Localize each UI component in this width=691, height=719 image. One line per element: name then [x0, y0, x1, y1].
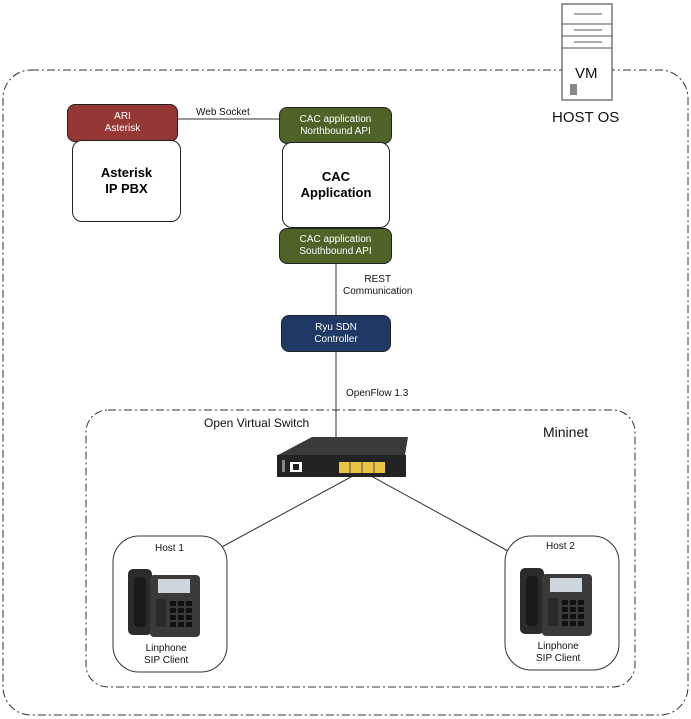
- asterisk-ip-pbx-box: Asterisk IP PBX: [72, 140, 181, 222]
- host2-label: Host 2: [546, 541, 575, 552]
- rest-label: REST: [364, 274, 392, 285]
- ari-label: ARI: [114, 111, 131, 122]
- cac-north-sublabel: Northbound API: [300, 125, 371, 137]
- ip-phone-icon: [520, 568, 592, 636]
- mininet-boundary: [85, 409, 636, 688]
- host2-link: [361, 470, 509, 552]
- host2-linphone-label: Linphone: [537, 641, 579, 652]
- host1-link: [217, 470, 363, 550]
- cac-app-label: CAC: [321, 169, 351, 184]
- host1-linphone-label: Linphone: [145, 643, 187, 654]
- cac-app-sublabel: Application: [300, 185, 372, 200]
- ari-sublabel: Asterisk: [104, 123, 141, 134]
- host-os-label: HOST OS: [552, 109, 620, 126]
- mininet-label: Mininet: [543, 424, 589, 440]
- host1-client-label: Linphone SIP Client: [144, 643, 188, 667]
- vm-boundary: [2, 69, 689, 716]
- websocket-label: Web Socket: [196, 107, 250, 118]
- asterisk-label: Asterisk: [100, 165, 153, 180]
- ip-pbx-label: IP PBX: [105, 181, 148, 196]
- host1-sip-client-label: SIP Client: [144, 655, 189, 666]
- host1-label: Host 1: [155, 543, 184, 554]
- ryu-label: Ryu SDN: [315, 321, 357, 333]
- vm-label: VM: [575, 65, 598, 82]
- host2-sip-client-label: SIP Client: [536, 653, 581, 664]
- controller-label: Controller: [314, 333, 358, 345]
- cac-south-label: CAC application: [299, 234, 372, 245]
- ovs-label: Open Virtual Switch: [204, 416, 310, 430]
- switch-icon: [277, 437, 408, 477]
- openflow-label: OpenFlow 1.3: [346, 388, 409, 399]
- cac-north-label: CAC application: [299, 113, 372, 125]
- communication-label: Communication: [343, 286, 413, 297]
- host2-client-label: Linphone SIP Client: [536, 641, 580, 665]
- cac-northbound-api-box: CAC application Northbound API: [279, 107, 392, 144]
- cac-southbound-api-box: CAC application Southbound API: [279, 228, 392, 264]
- ip-phone-icon: [128, 569, 200, 637]
- server-icon: [561, 3, 613, 101]
- rest-communication-label: REST Communication: [343, 274, 412, 298]
- cac-south-sublabel: Southbound API: [299, 246, 372, 257]
- cac-application-box: CAC Application: [282, 142, 390, 228]
- ryu-sdn-controller-box: Ryu SDN Controller: [281, 315, 391, 352]
- ari-asterisk-box: ARI Asterisk: [67, 104, 178, 142]
